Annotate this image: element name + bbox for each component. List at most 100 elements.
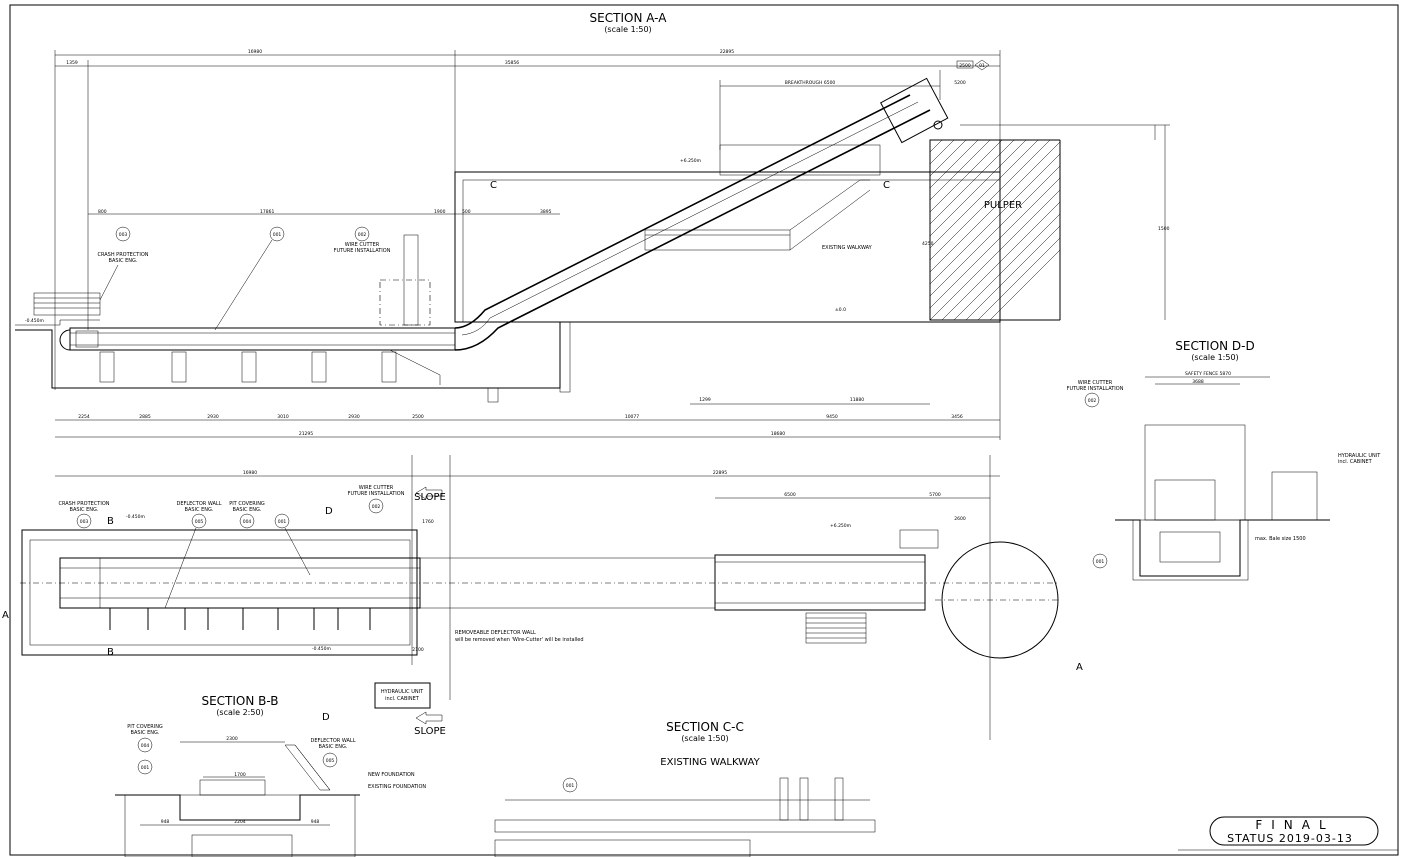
section-dd-title: SECTION D-D (1175, 339, 1255, 353)
slope-label-2: SLOPE (414, 726, 446, 737)
section-a-a: SECTION A-A (scale 1:50) 16980 22895 135… (15, 11, 1170, 440)
crash-protection-l1: CRASH PROTECTION (97, 252, 148, 258)
dim-2930: 2930 (207, 414, 219, 420)
hatch-line (930, 140, 1015, 225)
existing-foundation: EXISTING FOUNDATION (368, 784, 426, 790)
dim-3456: 3456 (951, 414, 963, 420)
dim-3010: 3010 (277, 414, 289, 420)
section-c-c: SECTION C-C (scale 1:50) EXISTING WALKWA… (494, 720, 876, 857)
cut-c-right: C (883, 180, 890, 191)
level-minus-plan: -0.450m (126, 514, 145, 520)
section-aa-title: SECTION A-A (590, 11, 668, 25)
pit-plan-l2: BASIC ENG. (233, 507, 262, 513)
dim-1500: 1500 (1158, 226, 1170, 232)
existing-walkway-cc: EXISTING WALKWAY (660, 757, 760, 768)
hatch-line (930, 140, 1051, 261)
cut-d-bottom: D (322, 712, 330, 723)
dim-3895: 3895 (540, 209, 552, 215)
hatch-line (930, 141, 1060, 273)
cut-a-right: A (1076, 662, 1083, 673)
crash-plan-l2: BASIC ENG. (70, 507, 99, 513)
dim-1700: 1700 (234, 772, 246, 778)
removable-l2: will be removed when 'Wire-Cutter' will … (455, 637, 584, 643)
hydraulic-dd-l1: HYDRAULIC UNIT (1338, 453, 1381, 459)
balloon-002: 002 (358, 232, 367, 238)
hatch-line (989, 249, 1060, 320)
hydraulic-l2: incl. CABINET (385, 696, 420, 702)
hatch-line (930, 153, 1060, 285)
balloon-001-plan: 001 (278, 519, 287, 525)
dim-2500: 2500 (959, 63, 971, 69)
status-date: STATUS 2019-03-13 (1227, 832, 1353, 845)
balloon-001-bb: 001 (141, 765, 150, 771)
crash-protection-l2: BASIC ENG. (109, 258, 138, 264)
safety-fence: SAFETY FENCE 5870 (1185, 371, 1231, 377)
dim-16980: 16980 (248, 49, 262, 55)
balloon-003-plan: 003 (80, 519, 89, 525)
hatch-line (941, 201, 1060, 320)
dim-948: 948 (161, 819, 170, 825)
hatch-line (953, 213, 1060, 320)
section-cc-title: SECTION C-C (666, 720, 744, 734)
dim-948b: 948 (311, 819, 320, 825)
level-plus-plan: +6.250m (830, 523, 851, 529)
section-d-d: SECTION D-D (scale 1:50) SAFETY FENCE 58… (1067, 339, 1381, 581)
hydraulic-l1: HYDRAULIC UNIT (381, 689, 424, 695)
slope-arrow-bottom: SLOPE (414, 711, 446, 737)
dim-22895b: 22895 (713, 470, 727, 476)
deflector-bb-l1: DEFLECTOR WALL (310, 738, 355, 744)
balloon-002-dd: 002 (1088, 398, 1097, 404)
hatch-line (930, 177, 1060, 309)
hatch-line (930, 140, 979, 189)
wire-cutter-l1: WIRE CUTTER (345, 242, 380, 248)
dim-9450: 9450 (826, 414, 838, 420)
dim-1299: 1299 (699, 397, 711, 403)
balloon-005-bb: 005 (326, 758, 335, 764)
wire-plan-l2: FUTURE INSTALLATION (348, 491, 405, 497)
pit-bb-l1: PIT COVERING (127, 724, 163, 730)
hatch-line (930, 189, 1060, 320)
balloon-002-plan: 002 (372, 504, 381, 510)
dim-3688: 3688 (1192, 379, 1204, 385)
status-stamp: FINAL STATUS 2019-03-13 (1178, 816, 1398, 851)
pulper-label: PULPER (984, 200, 1022, 211)
hatch-line (930, 140, 967, 177)
dim-35856: 35856 (505, 60, 519, 66)
level-zero: ±0.0 (835, 307, 846, 313)
level-minus-plan2: -0.450m (312, 646, 331, 652)
balloon-001-cc: 001 (566, 783, 575, 789)
dim-2600: 2600 (954, 516, 966, 522)
section-bb-title: SECTION B-B (201, 694, 278, 708)
conveyor-supports (99, 349, 441, 385)
pit-plan-l1: PIT COVERING (229, 501, 265, 507)
dim-6500: 6500 (784, 492, 796, 498)
level-minus: -0.450m (25, 318, 44, 324)
balloon-003: 003 (119, 232, 128, 238)
balloon-004-plan: 004 (243, 519, 252, 525)
wire-plan-l1: WIRE CUTTER (359, 485, 394, 491)
hatch-line (965, 225, 1060, 320)
wire-dd-l1: WIRE CUTTER (1078, 380, 1113, 386)
deflector-plan-l1: DEFLECTOR WALL (176, 501, 221, 507)
hatch-line (930, 140, 1027, 237)
dim-11880: 11880 (850, 397, 864, 403)
hatch-line (930, 140, 1039, 249)
dim-2885: 2885 (139, 414, 151, 420)
existing-walkway-aa: EXISTING WALKWAY (644, 179, 873, 251)
cut-d-top: D (325, 506, 333, 517)
inclined-conveyor (454, 77, 949, 351)
hatch-line (930, 165, 1060, 297)
balloon-001: 001 (273, 232, 282, 238)
cut-a-left: A (2, 610, 9, 621)
pit-outline (21, 529, 418, 656)
dim-2100: 2100 (412, 647, 424, 653)
section-bb-scale: (scale 2:50) (216, 708, 263, 717)
cut-b-top: B (107, 516, 114, 527)
dim-5700: 5700 (929, 492, 941, 498)
plan-view: 16980 22895 (2, 455, 1083, 740)
section-cc-scale: (scale 1:50) (681, 734, 728, 743)
balloon-004-bb: 004 (141, 743, 150, 749)
dim-22895: 22895 (720, 49, 734, 55)
wire-dd-l2: FUTURE INSTALLATION (1067, 386, 1124, 392)
level-plus: +6.250m (680, 158, 701, 164)
